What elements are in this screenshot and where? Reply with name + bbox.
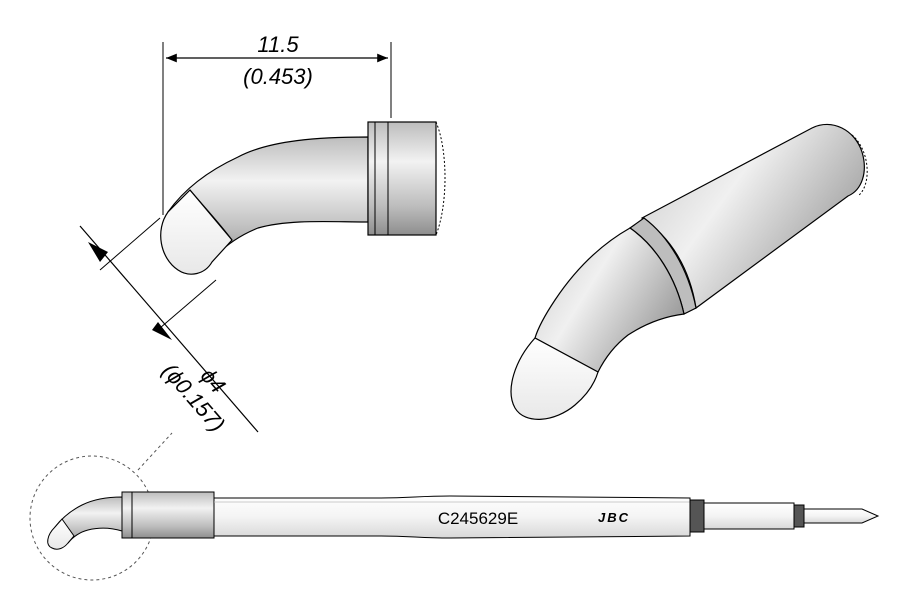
length-dimension-in: (0.453) [243,64,313,89]
side-view-sleeve [367,121,437,236]
side-view-tip-end [160,189,233,275]
full-tip-rear-section [703,502,795,530]
full-tip-pin [803,508,880,524]
isometric-view [510,123,868,420]
side-view: 11.5 (0.453) ϕ4 (ϕ0.157) [79,32,446,437]
isometric-view-sleeve [640,123,865,310]
jbc-logo: JBC [598,510,630,525]
full-tip-band-1 [689,499,705,533]
length-dimension-mm: 11.5 [257,32,299,57]
isometric-view-bent-body [534,227,685,373]
full-tip-view: C245629E JBC [29,432,880,581]
full-tip-shaft [213,495,691,539]
part-number-label: C245629E [438,509,518,528]
detail-leader-line [137,432,173,471]
full-tip-band-2 [793,504,805,528]
diameter-dimension-line [79,225,259,433]
full-tip-sleeve [121,491,215,539]
isometric-view-tip-end [510,337,599,420]
